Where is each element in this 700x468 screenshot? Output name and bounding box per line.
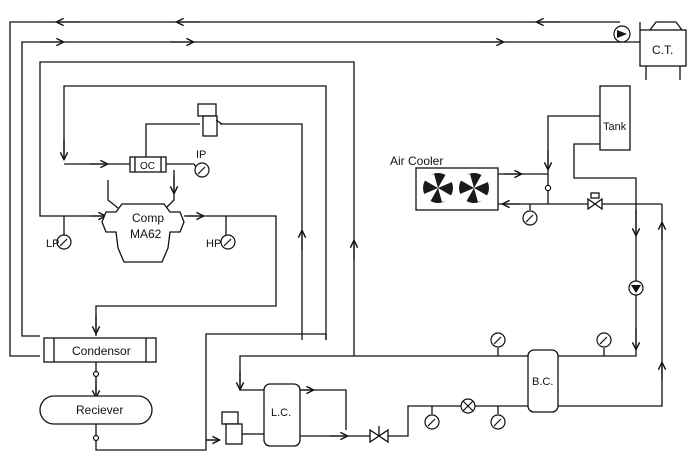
brine-outlet-gauge — [596, 332, 612, 348]
air-cooler-label: Air Cooler — [390, 154, 443, 168]
condenser-label: Condensor — [72, 344, 131, 358]
compressor-label-line1: Comp — [132, 211, 164, 225]
brine-pump-icon — [628, 280, 644, 296]
brine-valve-icon — [587, 192, 603, 211]
brine-return-gauge — [522, 210, 538, 226]
receiver-label: Reciever — [76, 403, 123, 417]
brine-cooler: B.C. — [527, 349, 559, 413]
high-pressure-gauge: HP — [206, 234, 236, 250]
cooling-tower: C.T. — [639, 21, 687, 80]
intermediate-pressure-gauge: IP — [194, 149, 210, 178]
brine-inlet-gauge — [490, 332, 506, 348]
brine-loop-lines — [498, 115, 662, 210]
solenoid-valve-bottom-icon — [221, 411, 248, 445]
expansion-valve-icon — [369, 426, 389, 444]
compressor: Comp MA62 — [101, 203, 185, 263]
compressor-lines — [39, 61, 354, 356]
brine-cooler-label: B.C. — [532, 376, 553, 388]
receiver-lines — [94, 333, 327, 451]
compressor-label-line2: MA62 — [130, 227, 162, 241]
pump-icon — [613, 25, 631, 43]
liquid-cooler: L.C. — [263, 383, 301, 447]
fan-icon — [459, 173, 489, 203]
liquid-cooler-label: L.C. — [271, 407, 291, 419]
intermediate-pressure-label: IP — [196, 149, 206, 161]
air-cooler: Air Cooler — [390, 154, 499, 211]
high-pressure-label: HP — [206, 238, 221, 250]
cooling-tower-label: C.T. — [652, 43, 673, 57]
solenoid-valve-icon — [197, 103, 223, 137]
suction-gauge-1 — [424, 414, 440, 430]
oil-separator-label: OC — [140, 161, 155, 172]
condenser: Condensor — [43, 337, 157, 363]
cooling-water-lines — [9, 22, 641, 357]
expansion-valve-main-icon — [460, 398, 476, 414]
suction-gauge-2 — [490, 414, 506, 430]
tank-label: Tank — [603, 121, 627, 133]
fan-icon — [423, 173, 453, 203]
brine-cooler-lines — [354, 143, 662, 414]
low-pressure-gauge: LP — [46, 234, 72, 250]
tank: Tank — [599, 85, 631, 151]
oil-separator: OC — [129, 156, 167, 173]
low-pressure-label: LP — [46, 238, 59, 250]
receiver: Reciever — [39, 395, 153, 425]
